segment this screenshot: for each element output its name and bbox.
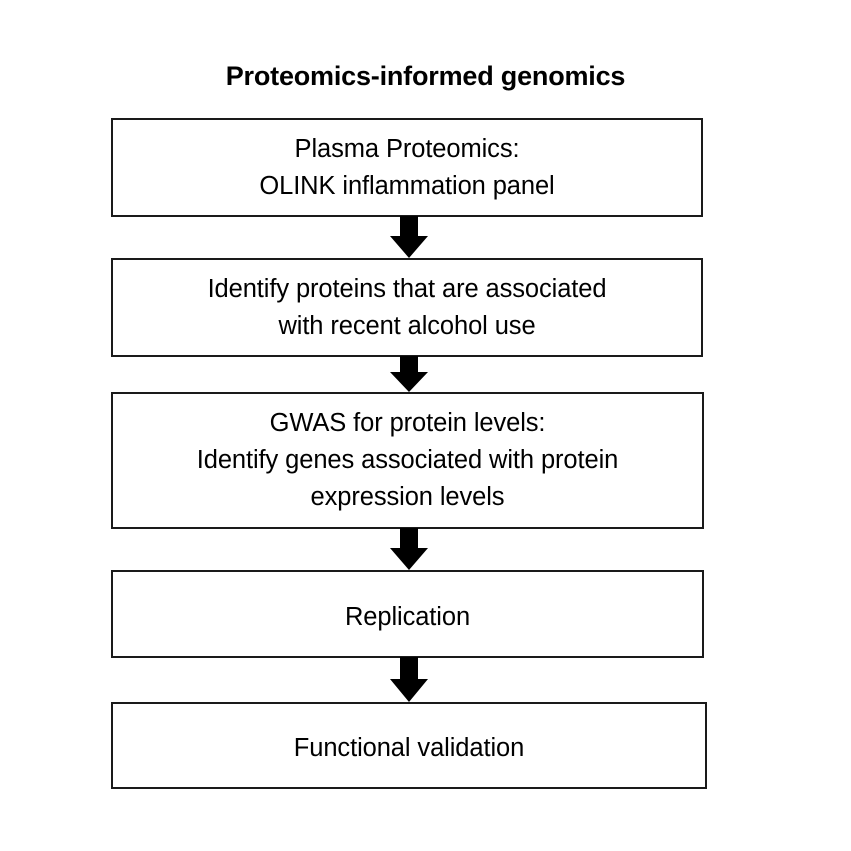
- arrow-down-icon: [389, 528, 429, 571]
- flow-step-plasma-proteomics: Plasma Proteomics: OLINK inflammation pa…: [111, 118, 703, 217]
- arrow-down-icon: [389, 657, 429, 703]
- flow-step-label: Replication: [344, 602, 471, 631]
- arrow-down-icon: [389, 356, 429, 393]
- flow-step-label: Functional validation: [293, 734, 525, 762]
- flow-step-replication: Replication: [111, 570, 704, 658]
- flow-step-functional-validation: Functional validation: [111, 702, 707, 789]
- flow-step-identify-proteins: Identify proteins that are associated wi…: [111, 258, 703, 357]
- arrow-down-icon: [389, 216, 429, 259]
- flow-step-gwas-protein-levels: GWAS for protein levels: Identify genes …: [111, 392, 704, 529]
- page-title: Proteomics-informed genomics: [225, 61, 626, 91]
- flow-step-label: GWAS for protein levels: Identify genes …: [196, 409, 619, 511]
- flow-step-label: Plasma Proteomics: OLINK inflammation pa…: [259, 134, 555, 200]
- flow-step-label: Identify proteins that are associated wi…: [207, 274, 607, 340]
